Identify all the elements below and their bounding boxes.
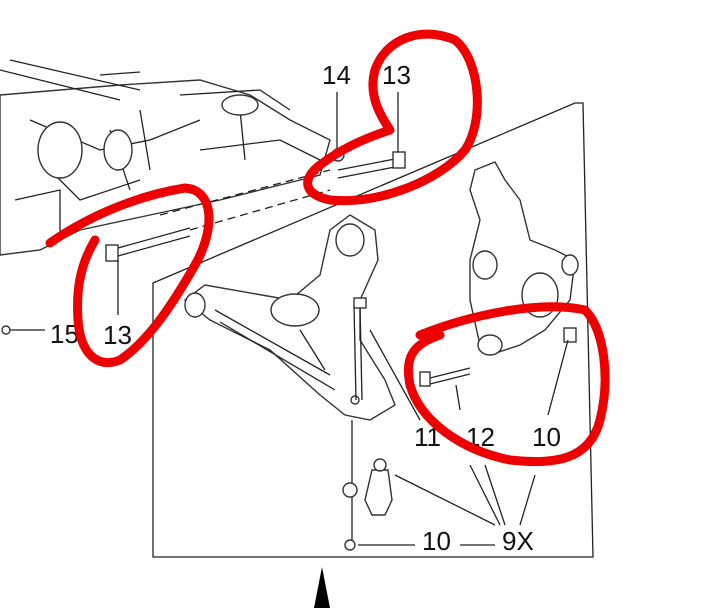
label-14: 14 <box>322 60 351 90</box>
subframe-drawing <box>0 59 331 256</box>
red-circle-left-13 <box>45 183 214 368</box>
label-10-right: 10 <box>532 422 561 452</box>
detail-frame <box>152 102 594 558</box>
nut-10-bottom <box>344 539 356 551</box>
bolt-vertical <box>353 304 363 401</box>
red-circle-right <box>403 302 610 467</box>
bolt-13-top <box>337 157 401 179</box>
leader-lines <box>1 92 569 546</box>
label-13-top: 13 <box>382 60 411 90</box>
label-10-bottom: 10 <box>422 526 451 556</box>
bolts <box>105 148 577 551</box>
label-13-left: 13 <box>103 320 132 350</box>
label-9x: 9X <box>502 526 534 556</box>
bolt-head-13-top <box>392 151 406 169</box>
control-arm-drawing <box>183 214 396 421</box>
red-annotations <box>45 29 610 467</box>
direction-arrow <box>314 567 330 608</box>
ball-joint <box>364 469 393 516</box>
bolt-head-13-left <box>105 244 119 262</box>
bolt-12 <box>429 367 471 385</box>
nut-10-right <box>563 327 577 343</box>
part-15-icon <box>1 325 11 335</box>
red-circle-top-13 <box>303 29 482 206</box>
steering-knuckle-drawing <box>469 161 579 356</box>
bolt-13-left <box>117 227 191 257</box>
